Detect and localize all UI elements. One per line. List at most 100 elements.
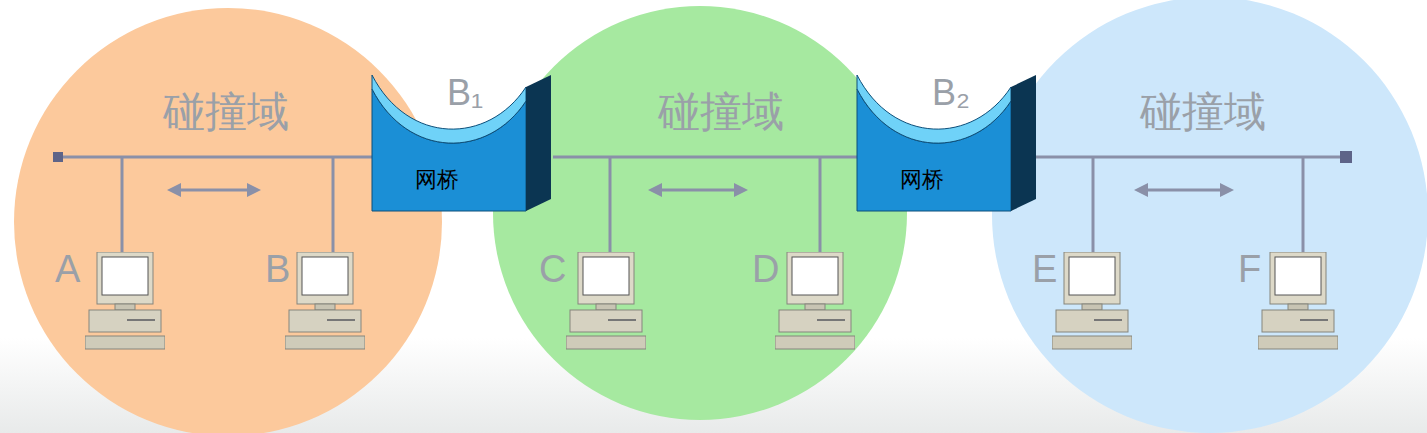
domain-fill	[992, 0, 1427, 433]
computer-node: E	[1030, 160, 1132, 352]
domain-circle	[493, 6, 907, 420]
bridge-cup	[372, 75, 526, 143]
computer-node: F	[1236, 160, 1338, 352]
domain-label: 碰撞域	[1140, 88, 1266, 136]
stand	[315, 304, 335, 310]
computer-node: D	[750, 160, 855, 352]
arrow-line	[658, 189, 738, 192]
collision-domain: 碰撞域 C D	[493, 6, 907, 420]
cpu-case	[779, 310, 851, 332]
keyboard	[566, 336, 646, 349]
host-label: E	[1032, 248, 1057, 292]
keyboard	[1258, 336, 1338, 349]
monitor	[578, 252, 634, 304]
cpu-case	[289, 310, 361, 332]
computer-node: C	[537, 160, 646, 352]
bridge-label: 网桥	[900, 167, 944, 193]
stand	[1288, 304, 1308, 310]
domain-fill	[493, 6, 907, 420]
drop-cable	[1302, 157, 1305, 262]
cpu-case	[570, 310, 642, 332]
cpu-case	[1262, 310, 1334, 332]
computer-icon	[85, 252, 165, 352]
host-label: D	[752, 248, 779, 292]
monitor	[1064, 252, 1120, 304]
text-holder: D	[752, 248, 779, 292]
host-label: C	[539, 248, 566, 292]
drive-slot	[608, 319, 636, 321]
screen	[583, 257, 629, 295]
drop-cable	[332, 157, 335, 262]
drive-slot	[1094, 319, 1122, 321]
screen	[102, 257, 148, 295]
bridge-side	[526, 75, 551, 211]
screen	[792, 257, 838, 295]
monitor	[97, 252, 153, 304]
drop-cable	[121, 157, 124, 262]
computer-node: B	[263, 160, 365, 352]
bus-cable	[60, 156, 372, 159]
stand	[115, 304, 135, 310]
host-label: B	[265, 248, 290, 292]
drive-slot	[1300, 319, 1328, 321]
arrow-line	[177, 189, 251, 192]
keyboard	[285, 336, 365, 349]
computer-icon	[285, 252, 365, 352]
screen	[1275, 257, 1321, 295]
collision-domain: 碰撞域 A B	[14, 8, 442, 433]
drop-cable	[1092, 157, 1095, 262]
drop-cable	[819, 157, 822, 262]
keyboard	[85, 336, 165, 349]
terminator	[53, 152, 63, 162]
text-holder: 网桥	[900, 167, 944, 193]
text-holder: B	[265, 248, 290, 292]
bridge-name: B₁	[447, 75, 483, 111]
stand	[1082, 304, 1102, 310]
stand	[596, 304, 616, 310]
text-holder: F	[1238, 248, 1261, 292]
text-holder: 碰撞域	[163, 88, 289, 136]
computer-icon	[566, 252, 646, 352]
text-holder: B₁	[447, 75, 483, 111]
computer-icon	[1258, 252, 1338, 352]
bridge-side	[1011, 75, 1036, 211]
host-label: F	[1238, 248, 1261, 292]
keyboard	[1052, 336, 1132, 349]
bus-cable	[553, 156, 860, 159]
collision-domain: 碰撞域 E F	[992, 0, 1427, 433]
keyboard	[775, 336, 855, 349]
bridge-box: B₁ 网桥	[368, 75, 555, 212]
computer-icon	[775, 252, 855, 352]
drive-slot	[327, 319, 355, 321]
domain-circle	[992, 0, 1427, 433]
domain-circle	[14, 8, 442, 433]
text-holder: 碰撞域	[1140, 88, 1266, 136]
bridge-box: B₂ 网桥	[853, 75, 1040, 212]
monitor	[1270, 252, 1326, 304]
bridge-cup	[857, 75, 1011, 143]
drop-cable	[609, 157, 612, 262]
computer-node: A	[53, 160, 165, 352]
domain-fill	[14, 8, 442, 433]
stand	[805, 304, 825, 310]
drive-slot	[127, 319, 155, 321]
text-holder: 碰撞域	[658, 88, 784, 136]
screen	[1069, 257, 1115, 295]
screen	[302, 257, 348, 295]
monitor	[787, 252, 843, 304]
cpu-case	[1056, 310, 1128, 332]
text-holder: C	[539, 248, 566, 292]
bridge-label: 网桥	[415, 167, 459, 193]
bus-cable	[1035, 156, 1343, 159]
text-holder: 网桥	[415, 167, 459, 193]
cpu-case	[89, 310, 161, 332]
bridge-name: B₂	[932, 75, 970, 111]
host-label: A	[55, 248, 80, 292]
text-holder: E	[1032, 248, 1057, 292]
domain-label: 碰撞域	[658, 88, 784, 136]
arrow-line	[1144, 189, 1224, 192]
terminator	[1340, 151, 1352, 163]
